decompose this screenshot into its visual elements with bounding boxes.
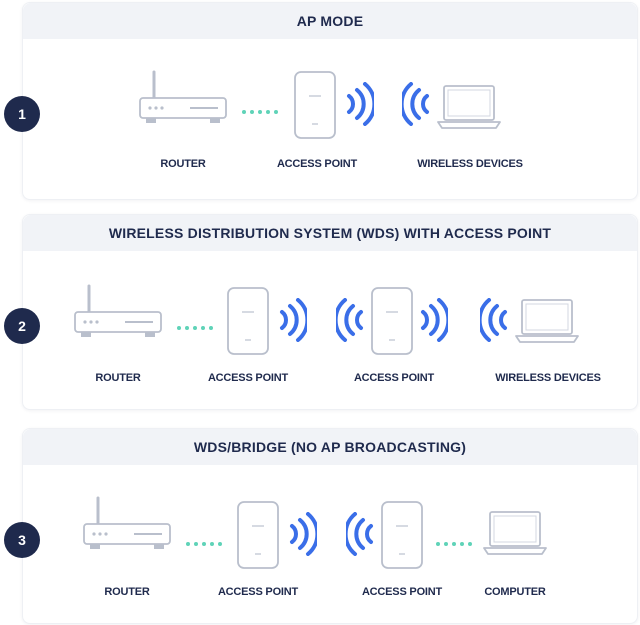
panel-header: AP MODE [23,3,637,39]
panel-title: WDS/BRIDGE (NO AP BROADCASTING) [193,439,467,455]
wifi-waves-icon [402,82,432,126]
panel-header: WIRELESS DISTRIBUTION SYSTEM (WDS) WITH … [23,215,637,251]
panel-title: WIRELESS DISTRIBUTION SYSTEM (WDS) WITH … [108,225,552,241]
laptop-icon [436,84,502,130]
access-point-icon [226,286,270,356]
wifi-waves-icon [418,298,448,342]
access-point-icon [380,500,424,570]
device-label-access-point: ACCESS POINT [217,586,299,598]
router-icon [138,68,228,128]
device-label-access-point: ACCESS POINT [361,586,443,598]
panel-title: AP MODE [296,13,364,29]
wifi-waves-icon [480,298,510,342]
connection-dots-icon [186,533,226,546]
access-point-icon [370,286,414,356]
wifi-waves-icon [346,512,376,556]
step-number-badge: 2 [4,308,40,344]
step-number-badge: 3 [4,522,40,558]
wifi-waves-icon [287,512,317,556]
device-label-router: ROUTER [95,372,141,384]
laptop-icon [482,510,548,556]
wifi-waves-icon [344,82,374,126]
step-number-badge: 1 [4,96,40,132]
connection-dots-icon [242,101,282,114]
access-point-icon [293,70,337,140]
device-label-computer: COMPUTER [484,586,546,598]
device-label-access-point: ACCESS POINT [276,158,358,170]
connection-dots-icon [177,317,217,330]
panel-header: WDS/BRIDGE (NO AP BROADCASTING) [23,429,637,465]
wifi-waves-icon [336,298,366,342]
router-icon [82,494,172,554]
connection-dots-icon [436,533,476,546]
panel-ap-mode: AP MODE [22,2,638,200]
device-label-wireless-devices: WIRELESS DEVICES [495,372,601,384]
laptop-icon [514,298,580,344]
device-label-wireless-devices: WIRELESS DEVICES [417,158,523,170]
access-point-icon [236,500,280,570]
wifi-waves-icon [277,298,307,342]
router-icon [73,282,163,342]
device-label-router: ROUTER [104,586,150,598]
device-label-router: ROUTER [160,158,206,170]
device-label-access-point: ACCESS POINT [207,372,289,384]
device-label-access-point: ACCESS POINT [353,372,435,384]
